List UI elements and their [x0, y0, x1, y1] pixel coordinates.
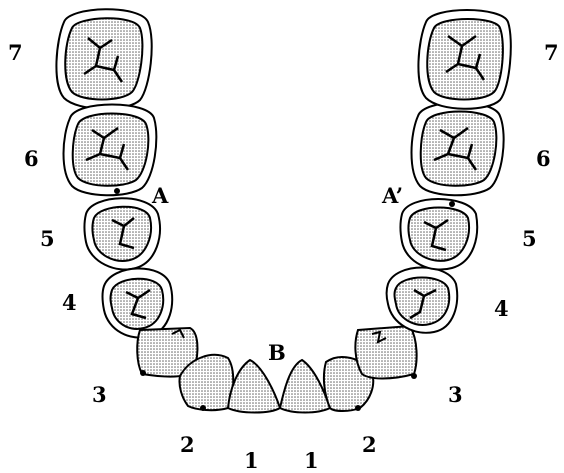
tooth-right-3 [355, 326, 416, 379]
label-point-a-prime: A’ [382, 185, 403, 206]
tooth-left-6 [64, 105, 157, 196]
tooth-right-1 [280, 360, 330, 413]
label-left-1: 1 [244, 450, 259, 471]
tooth-left-5 [85, 198, 160, 269]
label-upper-right-7: 7 [544, 42, 559, 63]
tooth-left-1 [228, 360, 280, 413]
label-point-a: A [152, 185, 168, 206]
label-left-3: 3 [92, 384, 107, 405]
contact-point-left-2 [200, 405, 206, 411]
tooth-left-7 [56, 9, 151, 109]
label-right-2: 2 [362, 434, 377, 455]
tooth-right-7 [418, 10, 510, 109]
tooth-left-4 [103, 268, 173, 337]
label-right-5: 5 [522, 228, 537, 249]
label-right-3: 3 [448, 384, 463, 405]
tooth-right-5 [401, 199, 478, 270]
label-left-5: 5 [40, 228, 55, 249]
label-point-b: B [268, 342, 286, 363]
label-right-4: 4 [494, 298, 509, 319]
tooth-right-6 [412, 103, 504, 196]
contact-point-right-3 [411, 373, 417, 379]
label-left-4: 4 [62, 292, 77, 313]
contact-point-right-2 [355, 405, 361, 411]
label-left-6: 6 [24, 148, 39, 169]
label-right-6: 6 [536, 148, 551, 169]
label-right-1: 1 [304, 450, 319, 471]
contact-point-left-3 [140, 370, 146, 376]
tooth-right-4 [387, 268, 458, 333]
label-upper-left-7: 7 [8, 42, 23, 63]
label-left-2: 2 [180, 434, 195, 455]
contact-point-a [114, 188, 120, 194]
contact-point-a-prime [449, 201, 455, 207]
